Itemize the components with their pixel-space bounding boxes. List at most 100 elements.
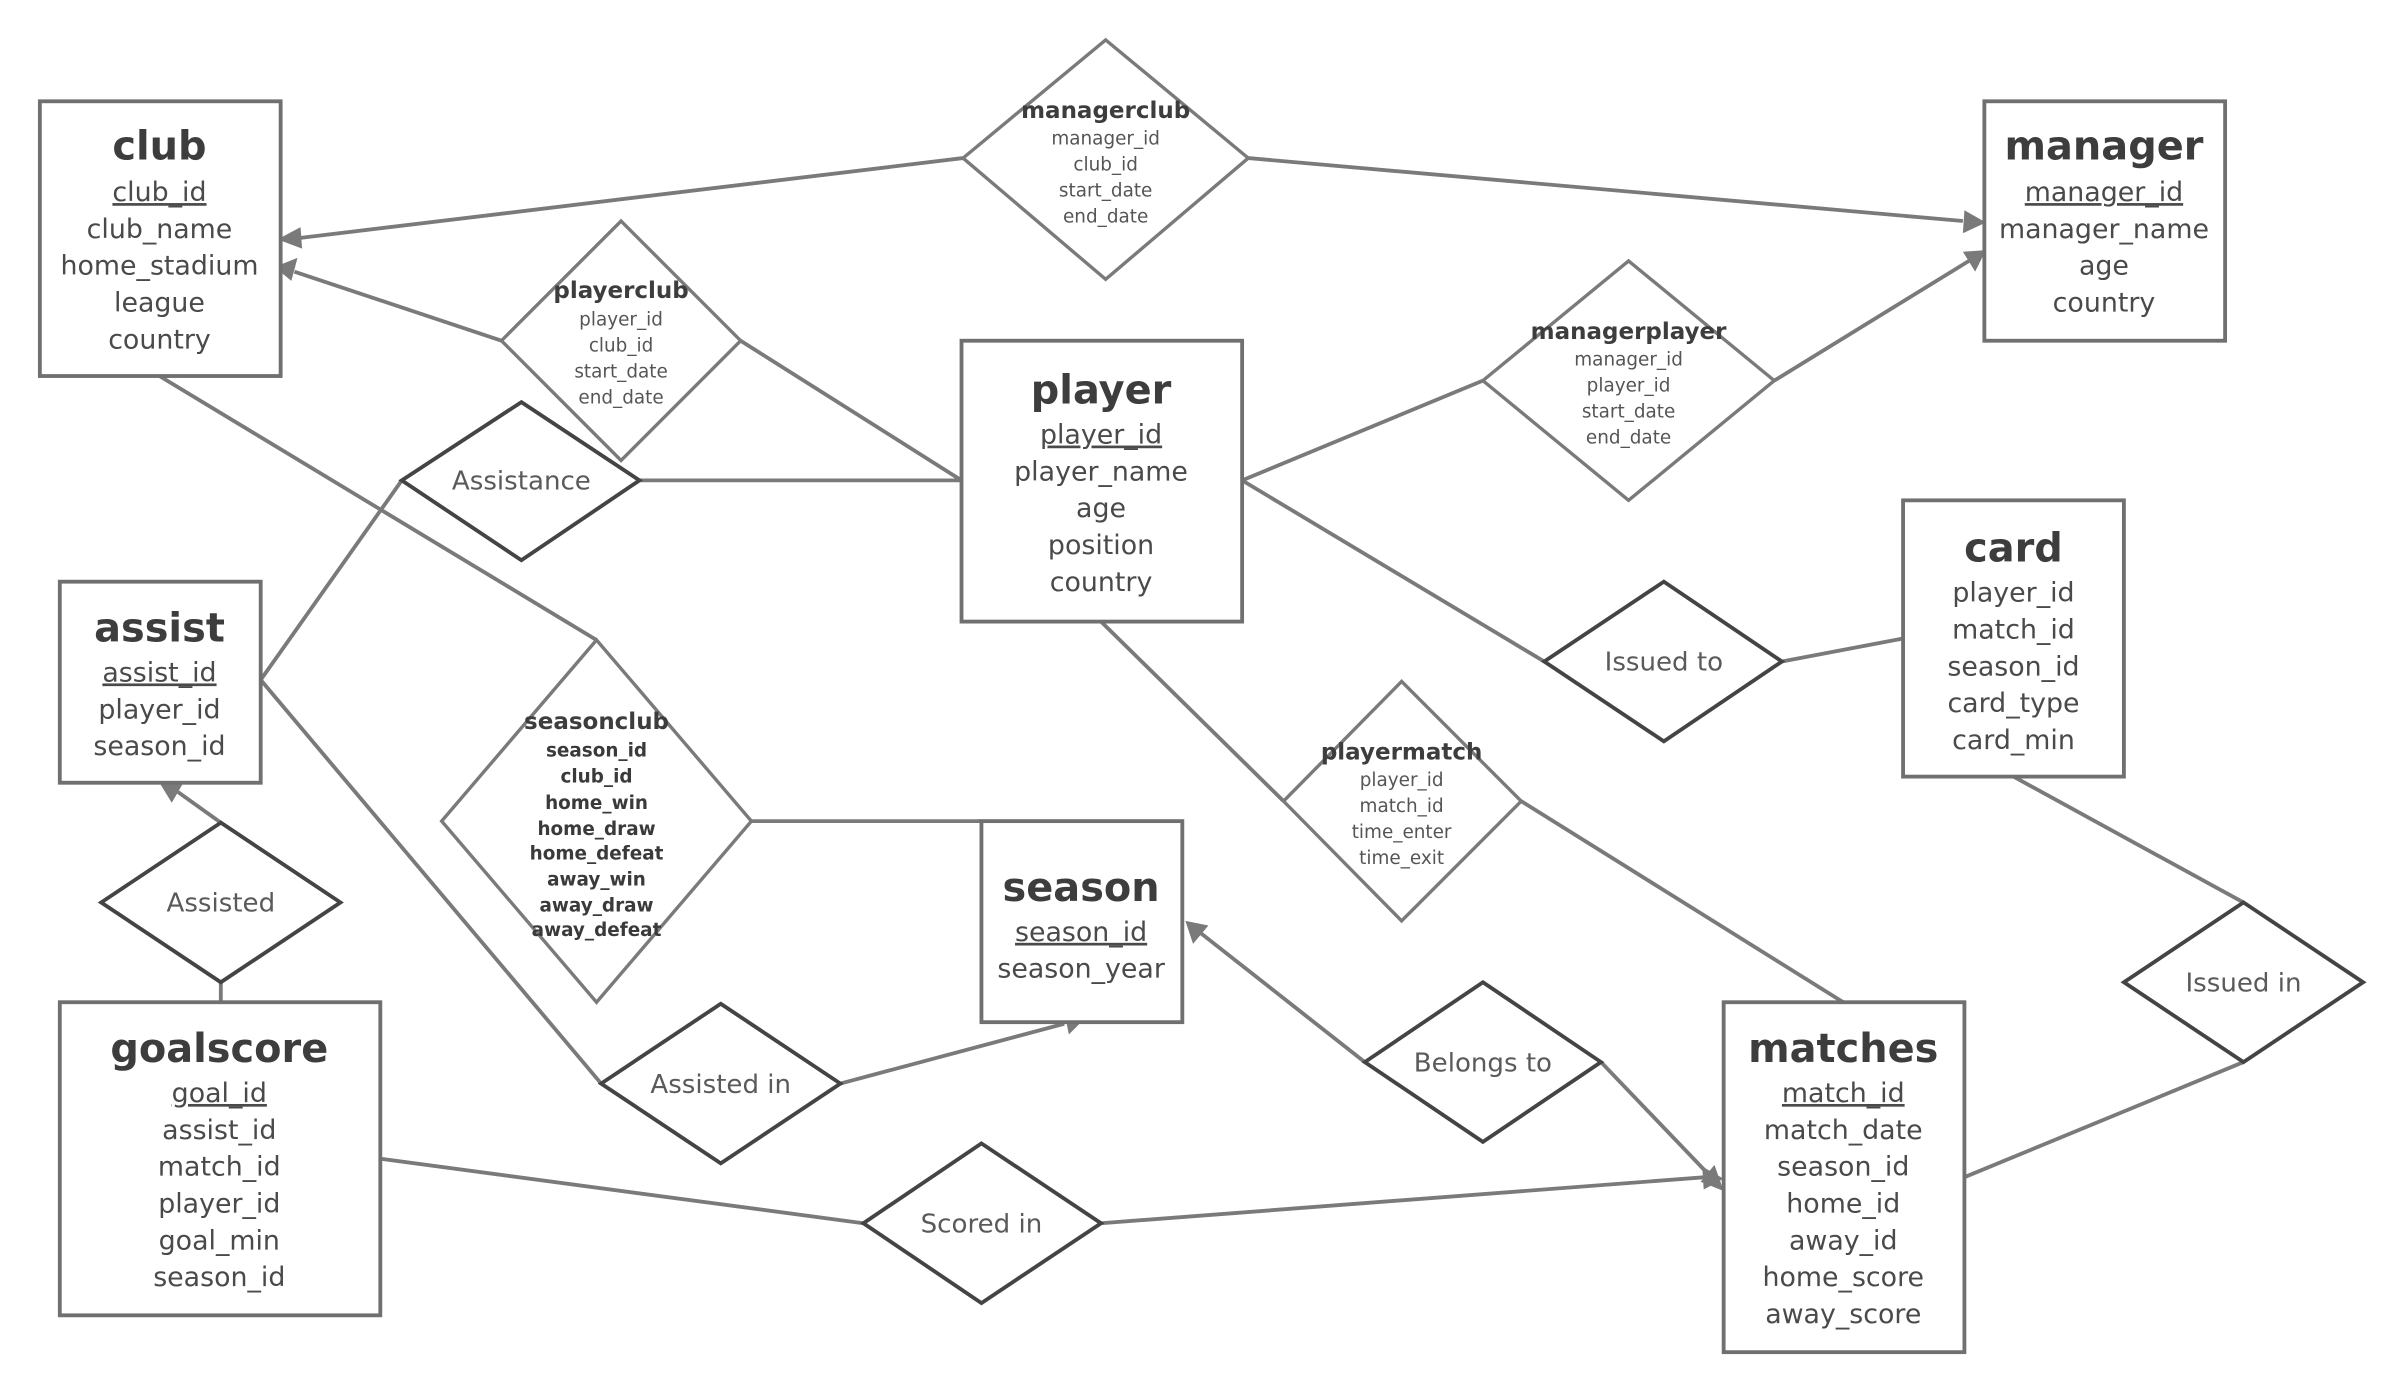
line-belongsto-season — [1199, 931, 1366, 1064]
entity-club-title: club — [112, 124, 206, 170]
assoc-managerplayer-diamond — [1480, 258, 1777, 503]
line-issuedto-player — [1241, 478, 1546, 664]
entity-season-field: season_year — [997, 954, 1165, 985]
entity-season-box — [979, 819, 1185, 1025]
entity-player-field: position — [1048, 530, 1154, 561]
entity-goalscore-field: goal_min — [159, 1225, 280, 1256]
line-scoredin-matches — [1100, 1175, 1706, 1226]
entity-card-title: card — [1964, 526, 2063, 572]
assoc-managerclub[interactable]: managerclub manager_id club_id start_dat… — [960, 37, 1251, 282]
assoc-playerclub-field: end_date — [578, 388, 663, 409]
arrowhead-assist — [159, 782, 183, 803]
entity-goalscore-field: assist_id — [162, 1115, 276, 1146]
rel-belongs-to-label: Belongs to — [1414, 1048, 1552, 1078]
assoc-managerplayer-field: player_id — [1587, 375, 1671, 396]
line-seasonclub-club — [158, 374, 598, 642]
entity-goalscore[interactable]: goalscore goal_id assist_id match_id pla… — [57, 1000, 383, 1318]
line-issuedto-card — [1781, 636, 1904, 664]
line-assistedin-season — [839, 1021, 1065, 1086]
entity-season[interactable]: season season_id season_year — [979, 819, 1185, 1025]
entity-manager-pk: manager_id — [2025, 177, 2183, 208]
line-playerclub-club — [293, 269, 503, 343]
entity-player-box — [959, 338, 1245, 624]
entity-card-field: player_id — [1952, 578, 2074, 609]
entity-assist-box — [57, 579, 263, 785]
entity-club[interactable]: club club_id club_name home_stadium leag… — [37, 99, 283, 378]
arrowhead-manager-1 — [1962, 210, 1986, 234]
assoc-playermatch-field: time_exit — [1359, 848, 1444, 869]
assoc-playerclub-title: playerclub — [553, 278, 688, 304]
entity-card-box — [1901, 498, 2126, 779]
entity-player-field: country — [1050, 567, 1153, 598]
rel-scored-in-label: Scored in — [921, 1209, 1043, 1239]
assoc-seasonclub-field: season_id — [546, 741, 647, 762]
assoc-playermatch[interactable]: playermatch player_id match_id time_ente… — [1281, 679, 1524, 924]
line-managerclub-club — [300, 156, 964, 240]
entity-assist[interactable]: assist assist_id player_id season_id — [57, 579, 263, 785]
rel-issued-to[interactable]: Issued to — [1540, 579, 1786, 744]
line-playermatch-player — [1099, 620, 1285, 803]
entity-matches-box — [1721, 1000, 1967, 1355]
line-assisted-assist — [176, 790, 222, 825]
assoc-managerplayer[interactable]: managerplayer manager_id player_id start… — [1480, 258, 1777, 503]
rel-scored-in[interactable]: Scored in — [859, 1141, 1105, 1306]
entity-manager[interactable]: manager manager_id manager_name age coun… — [1982, 99, 2228, 343]
assoc-playermatch-field: player_id — [1360, 770, 1444, 791]
arrowhead-club-2 — [274, 257, 298, 281]
assoc-seasonclub[interactable]: seasonclub season_id club_id home_win ho… — [439, 637, 754, 1005]
rel-belongs-to[interactable]: Belongs to — [1361, 979, 1605, 1145]
entity-matches-field: season_id — [1777, 1152, 1909, 1183]
rel-issued-in-diamond — [2120, 900, 2367, 1065]
entity-player-title: player — [1031, 368, 1172, 414]
arrowhead-season-2 — [1185, 920, 1209, 944]
entity-club-field: country — [108, 324, 211, 355]
assoc-managerclub-diamond — [960, 37, 1251, 282]
assoc-seasonclub-field: away_defeat — [532, 920, 662, 941]
entity-matches-field: home_score — [1763, 1262, 1924, 1293]
entity-club-field: club_name — [87, 214, 233, 245]
rel-issued-to-diamond — [1540, 579, 1786, 744]
line-managerplayer-manager — [1773, 259, 1971, 383]
assoc-playerclub[interactable]: playerclub player_id club_id start_date … — [499, 218, 744, 463]
rel-assisted-in[interactable]: Assisted in — [597, 1001, 844, 1166]
assoc-managerplayer-title: managerplayer — [1531, 319, 1727, 345]
line-playerclub-player — [739, 339, 963, 483]
rel-assistance-label: Assistance — [452, 467, 591, 497]
entity-assist-pk: assist_id — [102, 657, 216, 688]
line-issuedin-card — [2012, 774, 2245, 905]
rel-assisted-in-diamond — [597, 1001, 844, 1166]
entity-assist-field: season_id — [93, 731, 225, 762]
assoc-playerclub-field: club_id — [589, 335, 654, 356]
entity-matches-field: away_score — [1765, 1299, 1921, 1330]
entity-card[interactable]: card player_id match_id season_id card_t… — [1901, 498, 2126, 779]
entity-goalscore-pk: goal_id — [172, 1078, 267, 1109]
arrowhead-manager-2 — [1962, 250, 1986, 272]
rel-assisted-in-label: Assisted in — [650, 1070, 791, 1100]
entity-matches-pk: match_id — [1782, 1078, 1905, 1109]
entity-season-pk: season_id — [1015, 917, 1147, 948]
rel-assisted[interactable]: Assisted — [97, 820, 344, 985]
assoc-seasonclub-diamond — [439, 637, 754, 1005]
entity-matches-title: matches — [1748, 1026, 1938, 1072]
entity-assist-title: assist — [94, 606, 225, 652]
assoc-playerclub-field: start_date — [574, 362, 667, 383]
rel-assistance-diamond — [398, 399, 643, 563]
entity-goalscore-field: season_id — [153, 1262, 285, 1293]
rel-assistance[interactable]: Assistance — [398, 399, 643, 563]
arrowhead-club-1 — [277, 227, 303, 249]
entity-matches[interactable]: matches match_id match_date season_id ho… — [1721, 1000, 1967, 1355]
entity-manager-title: manager — [2004, 124, 2203, 170]
assoc-playermatch-field: time_enter — [1352, 822, 1452, 843]
rel-issued-in[interactable]: Issued in — [2120, 900, 2367, 1065]
entity-card-field: match_id — [1952, 614, 2075, 645]
entity-matches-field: match_date — [1764, 1115, 1923, 1146]
assoc-managerclub-field: club_id — [1073, 154, 1138, 175]
entity-club-pk: club_id — [112, 177, 206, 208]
entity-player[interactable]: player player_id player_name age positio… — [959, 338, 1245, 624]
assoc-managerplayer-field: manager_id — [1574, 349, 1683, 370]
entity-club-field: league — [114, 288, 205, 319]
assoc-seasonclub-field: club_id — [560, 767, 632, 788]
entity-player-pk: player_id — [1040, 420, 1162, 451]
assoc-seasonclub-field: home_defeat — [530, 843, 664, 864]
line-assistedin-assist — [259, 678, 603, 1085]
